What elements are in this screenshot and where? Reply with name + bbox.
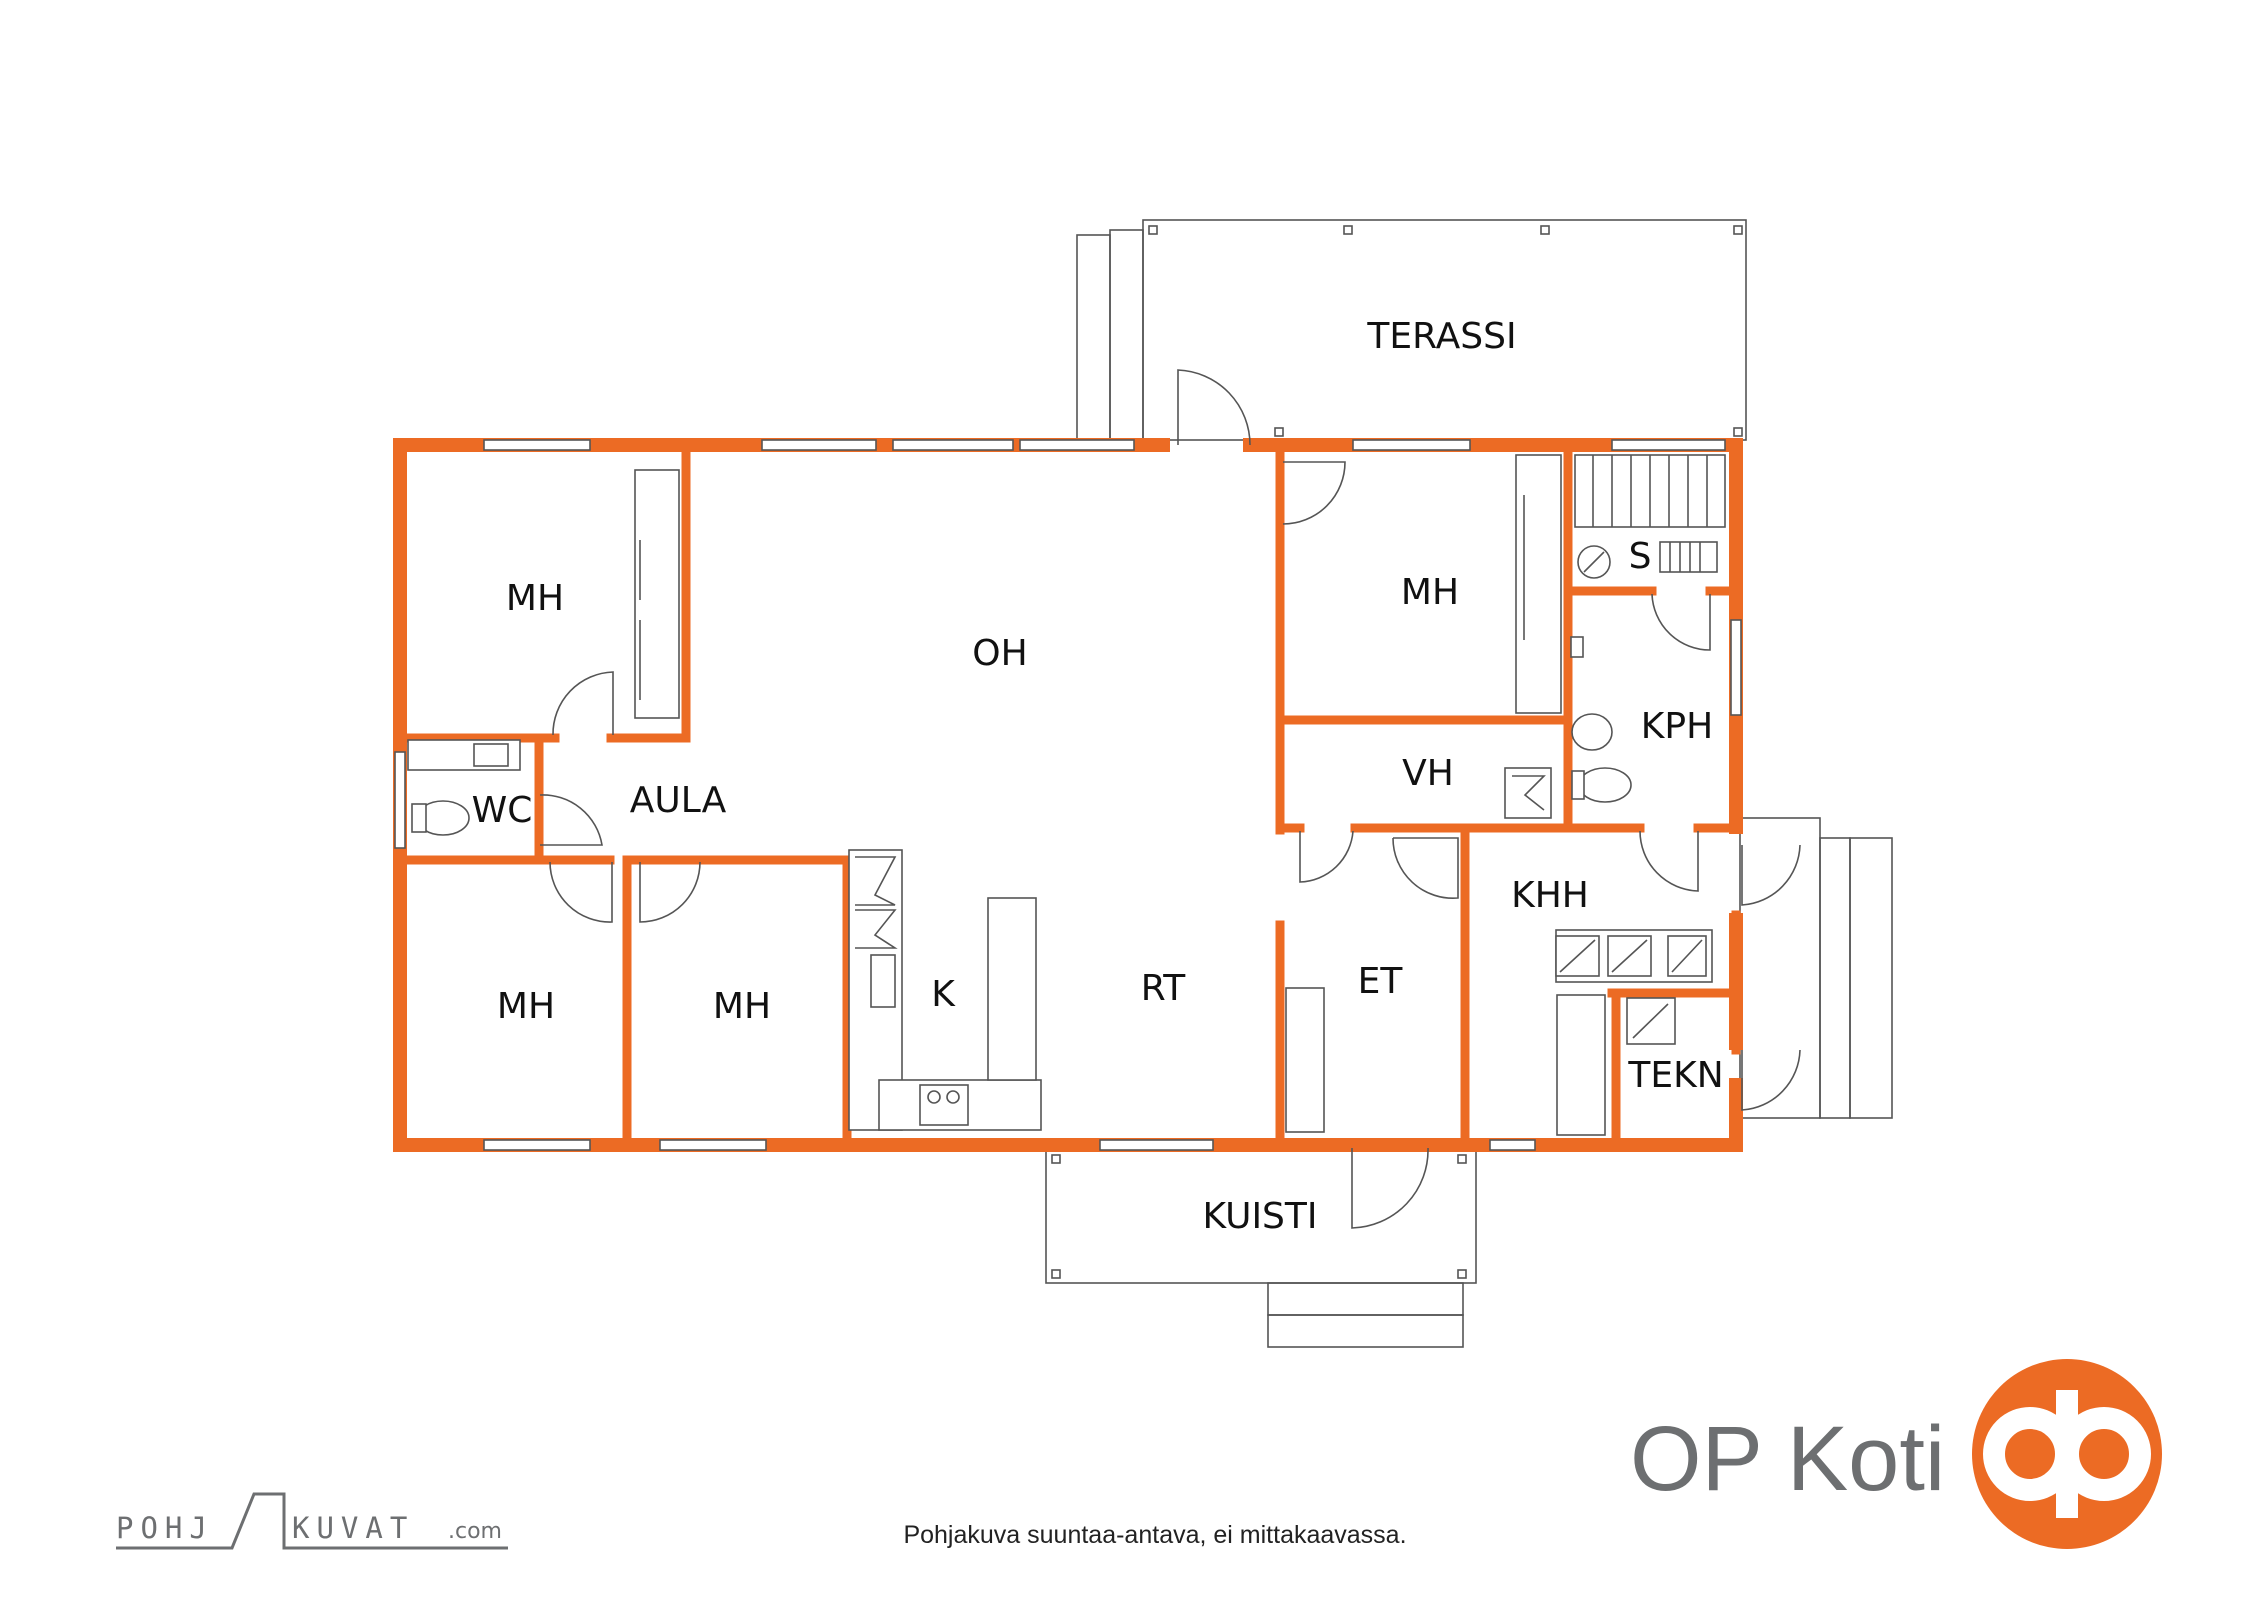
room-kitchen: K <box>931 974 956 1015</box>
fixtures <box>407 454 1726 1136</box>
room-et: ET <box>1358 961 1404 1002</box>
interior-walls <box>395 445 1741 1145</box>
room-rt: RT <box>1141 968 1186 1009</box>
room-labels: TERASSI MH OH MH S KPH VH WC AULA KHH ET… <box>472 316 1724 1237</box>
room-tekn: TEKN <box>1627 1055 1723 1096</box>
room-aula: AULA <box>630 780 727 821</box>
room-vh: VH <box>1402 753 1454 794</box>
brand-name: OP Koti <box>1630 1408 1945 1510</box>
pohjakuvat-credit: POHJ KUVAT .com <box>116 1492 508 1550</box>
room-mh-top-left: MH <box>506 578 564 619</box>
credit-right: KUVAT <box>292 1511 414 1545</box>
room-mh-bottom-left: MH <box>497 986 555 1027</box>
room-terassi: TERASSI <box>1366 316 1516 357</box>
side-steps <box>1739 817 1893 1119</box>
room-kph: KPH <box>1641 706 1713 747</box>
credit-left: POHJ <box>116 1511 214 1545</box>
room-mh-top-right: MH <box>1401 572 1459 613</box>
room-kuisti: KUISTI <box>1202 1196 1317 1237</box>
room-mh-bottom-mid: MH <box>713 986 771 1027</box>
disclaimer: Pohjakuva suuntaa-antava, ei mittakaavas… <box>903 1521 1406 1549</box>
doors <box>539 369 1801 1229</box>
porch <box>1045 1147 1477 1348</box>
room-khh: KHH <box>1511 875 1589 916</box>
op-koti-logo: OP Koti <box>1630 1359 2162 1549</box>
room-wc: WC <box>472 790 533 831</box>
credit-domain: .com <box>448 1519 502 1544</box>
room-oh: OH <box>972 633 1027 674</box>
windows <box>394 439 1742 1151</box>
room-sauna: S <box>1629 536 1652 577</box>
